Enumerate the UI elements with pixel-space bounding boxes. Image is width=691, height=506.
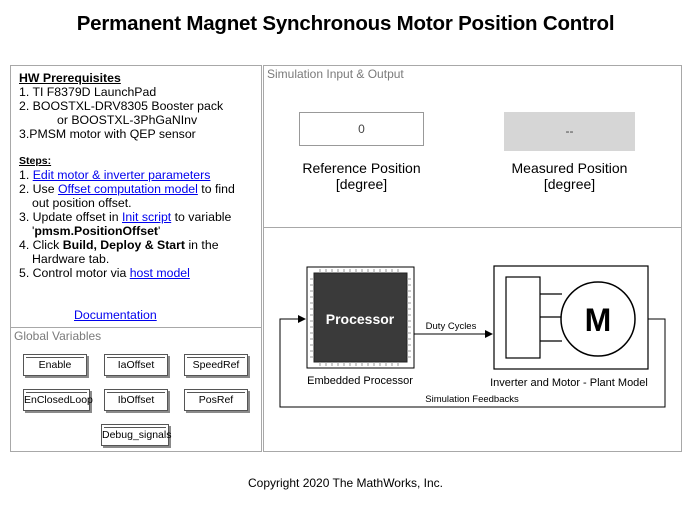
reference-position-input[interactable]: 0 bbox=[299, 112, 424, 146]
hw-item-1: 1. TI F8379D LaunchPad bbox=[19, 85, 157, 99]
offset-computation-link[interactable]: Offset computation model bbox=[57, 182, 198, 196]
model-diagram: Processor Embedded Processor Duty Cycles… bbox=[279, 265, 666, 408]
step-5: 5. Control motor via host model bbox=[19, 266, 190, 280]
simulation-io-panel: Simulation Input & Output 0 Reference Po… bbox=[263, 65, 682, 228]
measured-position-display: -- bbox=[504, 112, 635, 151]
step-3: 3. Update offset in Init script to varia… bbox=[19, 210, 232, 224]
debug-signals-button[interactable]: Debug_signals bbox=[101, 424, 171, 446]
global-variables-label: Global Variables bbox=[14, 329, 102, 343]
iaoffset-button[interactable]: IaOffset bbox=[104, 354, 168, 376]
model-panel: Processor Embedded Processor Duty Cycles… bbox=[263, 227, 682, 452]
page-title: Permanent Magnet Synchronous Motor Posit… bbox=[76, 12, 615, 35]
hw-item-2-alt: or BOOSTXL-3PhGaNInv bbox=[57, 113, 198, 127]
plant-model-block[interactable]: M bbox=[493, 265, 649, 370]
step-3-cont: 'pmsm.PositionOffset' bbox=[32, 224, 161, 238]
iboffset-button[interactable]: IbOffset bbox=[104, 389, 168, 411]
feedback-line bbox=[279, 315, 666, 408]
steps-heading: Steps: bbox=[19, 155, 52, 167]
step-2: 2. Use Offset computation model to find bbox=[19, 182, 235, 196]
hw-heading: HW Prerequisites bbox=[19, 71, 121, 85]
step-4-cont: Hardware tab. bbox=[32, 252, 110, 266]
chip-pins-icon bbox=[310, 269, 411, 366]
embedded-processor-block[interactable]: Processor bbox=[306, 266, 415, 369]
embedded-processor-label: Embedded Processor bbox=[307, 375, 413, 387]
copyright: Copyright 2020 The MathWorks, Inc. bbox=[248, 476, 443, 490]
posref-button[interactable]: PosRef bbox=[184, 389, 248, 411]
processor-text: Processor bbox=[326, 311, 395, 327]
documentation-link[interactable]: Documentation bbox=[74, 308, 157, 322]
global-variables-panel: Global Variables Enable IaOffset SpeedRe… bbox=[10, 327, 262, 452]
enable-button[interactable]: Enable bbox=[23, 354, 87, 376]
simulation-io-label: Simulation Input & Output bbox=[267, 67, 404, 81]
measured-position-label: Measured Position[degree] bbox=[511, 160, 628, 192]
step-1: 1. Edit motor & inverter parameters bbox=[19, 168, 211, 182]
edit-parameters-link[interactable]: Edit motor & inverter parameters bbox=[32, 168, 211, 182]
reference-position-label: Reference Position[degree] bbox=[302, 160, 421, 192]
inverter-icon bbox=[505, 276, 541, 359]
step-2-cont: out position offset. bbox=[32, 196, 132, 210]
hw-item-3: 3.PMSM motor with QEP sensor bbox=[19, 127, 196, 141]
hw-prerequisites-panel: HW Prerequisites 1. TI F8379D LaunchPad … bbox=[10, 65, 262, 328]
duty-cycles-label: Duty Cycles bbox=[426, 321, 477, 332]
enclosedloop-button[interactable]: EnClosedLoop bbox=[23, 389, 93, 411]
motor-text: M bbox=[585, 302, 612, 338]
speedref-button[interactable]: SpeedRef bbox=[184, 354, 248, 376]
processor-chip-icon bbox=[313, 272, 408, 363]
hw-text: HW Prerequisites 1. TI F8379D LaunchPad … bbox=[19, 71, 235, 280]
plant-model-label: Inverter and Motor - Plant Model bbox=[490, 377, 648, 389]
simulation-feedbacks-label: Simulation Feedbacks bbox=[425, 394, 519, 405]
step-4: 4. Click Build, Deploy & Start in the bbox=[19, 238, 219, 252]
motor-icon bbox=[560, 281, 636, 357]
init-script-link[interactable]: Init script bbox=[122, 210, 172, 224]
host-model-link[interactable]: host model bbox=[129, 266, 190, 280]
hw-item-2: 2. BOOSTXL-DRV8305 Booster pack bbox=[19, 99, 224, 113]
